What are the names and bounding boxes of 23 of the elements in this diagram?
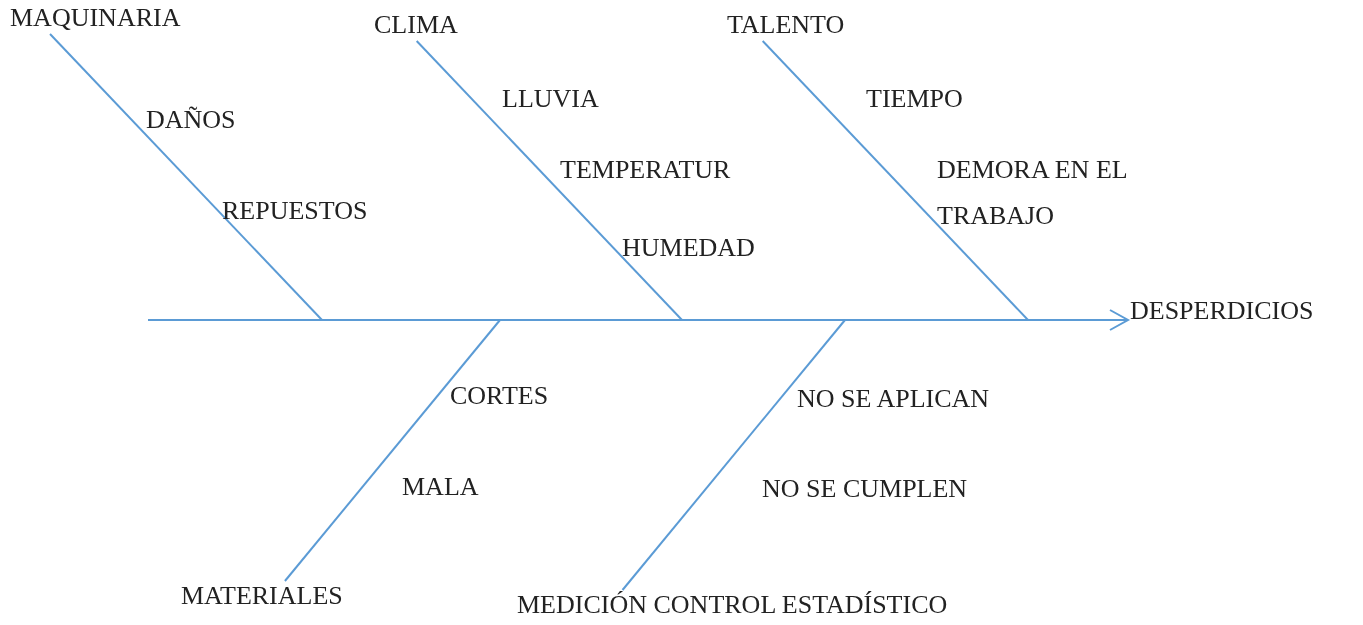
category-label: MATERIALES — [181, 581, 343, 611]
category-label: CLIMA — [374, 10, 458, 40]
bone-line — [49, 33, 323, 321]
category-label: MAQUINARIA — [10, 3, 181, 33]
effect-label: DESPERDICIOS — [1130, 296, 1314, 326]
cause-label: DAÑOS — [146, 105, 236, 135]
bone-line — [283, 319, 501, 582]
cause-label: LLUVIA — [502, 84, 599, 114]
cause-label: NO SE CUMPLEN — [762, 474, 968, 504]
cause-label: NO SE APLICAN — [797, 384, 990, 414]
category-label: MEDICIÓN CONTROL ESTADÍSTICO — [517, 590, 948, 620]
bone-line — [761, 40, 1029, 321]
cause-label: TIEMPO — [866, 84, 963, 114]
cause-label: CORTES — [450, 381, 549, 411]
cause-label: HUMEDAD — [622, 233, 755, 263]
category-label: TALENTO — [727, 10, 845, 40]
cause-label: REPUESTOS — [222, 196, 368, 226]
bone-line — [621, 319, 846, 591]
cause-label: MALA — [402, 472, 479, 502]
cause-label: DEMORA EN EL TRABAJO — [937, 154, 1128, 232]
spine-arrow — [147, 309, 1129, 331]
bone-line — [415, 40, 683, 321]
cause-label: TEMPERATUR — [560, 155, 731, 185]
